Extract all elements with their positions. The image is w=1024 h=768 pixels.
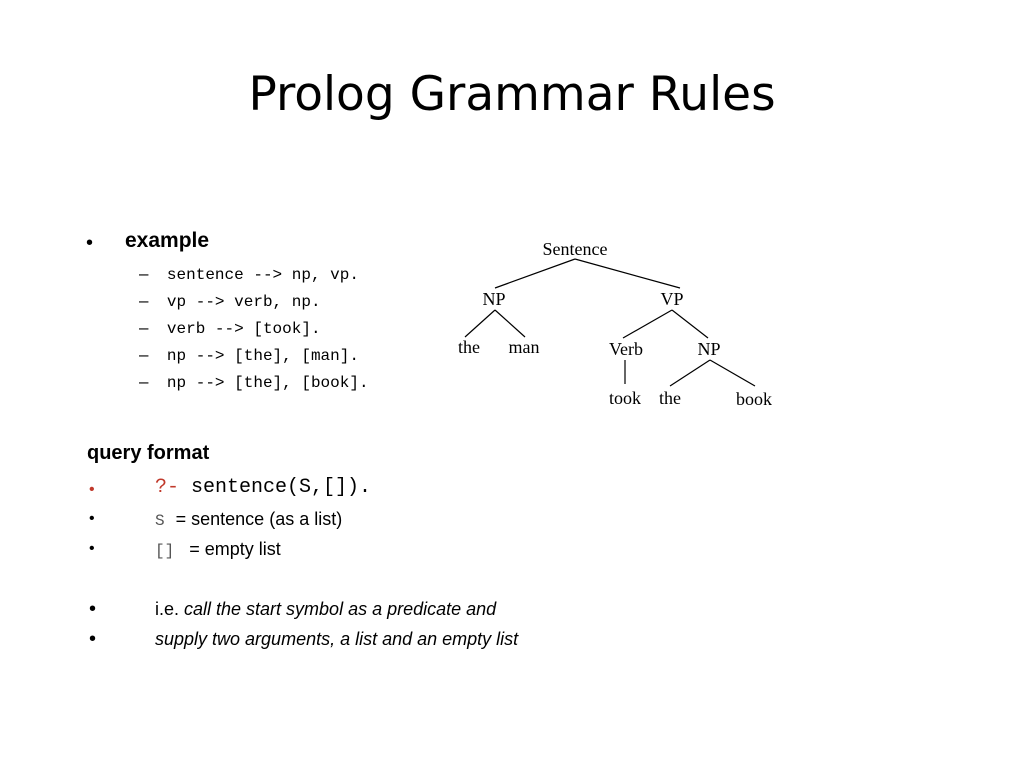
edge-np-the2 — [669, 359, 711, 387]
rule-code: sentence --> np, vp. — [166, 266, 359, 284]
edge-sentence-np — [494, 258, 576, 289]
edge-np-book — [709, 359, 756, 387]
example-heading: example — [125, 229, 210, 252]
rule-line: – vp --> verb, np. — [139, 288, 369, 315]
note-line-1: i.e. call the start symbol as a predicat… — [155, 596, 496, 622]
dash-marker: – — [139, 291, 149, 310]
bullet-empty: • — [89, 540, 95, 557]
query-code: ?- sentence(S,[]). — [155, 474, 371, 502]
query-format-heading: query format — [87, 442, 210, 464]
bullet-s: • — [89, 510, 95, 527]
leaf-book: book — [736, 389, 772, 409]
dash-marker: – — [139, 264, 149, 283]
edge-vp-verb — [622, 309, 673, 339]
edge-np-the — [464, 309, 496, 338]
bullet-query: • — [89, 481, 95, 498]
item-text-s: = sentence (as a list) — [175, 509, 343, 529]
query-prompt: ?- — [155, 476, 180, 499]
rule-list: – sentence --> np, vp. – vp --> verb, np… — [139, 261, 369, 396]
node-verb: Verb — [609, 339, 643, 359]
query-item-empty: [] = empty list — [155, 536, 281, 564]
rule-code: vp --> verb, np. — [166, 293, 321, 311]
rule-line: – np --> [the], [man]. — [139, 342, 369, 369]
query-item-s: S = sentence (as a list) — [155, 506, 342, 534]
rule-line: – np --> [the], [book]. — [139, 369, 369, 396]
node-np-right: NP — [697, 339, 720, 359]
rule-code: verb --> [took]. — [166, 320, 321, 338]
rule-line: – sentence --> np, vp. — [139, 261, 369, 288]
code-empty: [] — [155, 542, 175, 560]
note-line-2: supply two arguments, a list and an empt… — [155, 626, 518, 652]
rule-code: np --> [the], [man]. — [166, 347, 359, 365]
code-s: S — [155, 512, 165, 530]
query-line: • — [89, 474, 95, 504]
dash-marker: – — [139, 345, 149, 364]
node-np-left: NP — [482, 289, 505, 309]
slide-title: Prolog Grammar Rules — [248, 67, 776, 122]
parse-tree-diagram: Sentence NP VP the man Verb NP took the … — [458, 239, 772, 409]
dash-marker: – — [139, 372, 149, 391]
note-1-italic: call the start symbol as a predicate and — [184, 599, 497, 619]
edge-sentence-vp — [574, 258, 681, 289]
bullet-note-2: • — [89, 628, 97, 650]
leaf-the-1: the — [458, 337, 480, 357]
rule-code: np --> [the], [book]. — [166, 374, 369, 392]
node-sentence: Sentence — [543, 239, 608, 259]
leaf-the-2: the — [659, 388, 681, 408]
rule-line: – verb --> [took]. — [139, 315, 369, 342]
note-1-plain: i.e. — [155, 599, 185, 619]
edge-vp-np — [671, 309, 709, 339]
leaf-took: took — [609, 388, 641, 408]
leaf-man: man — [509, 337, 540, 357]
item-text-empty: = empty list — [189, 539, 281, 559]
bullet-example: • — [86, 232, 94, 254]
edge-np-man — [494, 309, 526, 338]
query-text: sentence(S,[]). — [191, 476, 372, 499]
node-vp: VP — [660, 289, 683, 309]
dash-marker: – — [139, 318, 149, 337]
bullet-note-1: • — [89, 598, 97, 620]
note-2-italic: supply two arguments, a list and an empt… — [155, 629, 519, 649]
